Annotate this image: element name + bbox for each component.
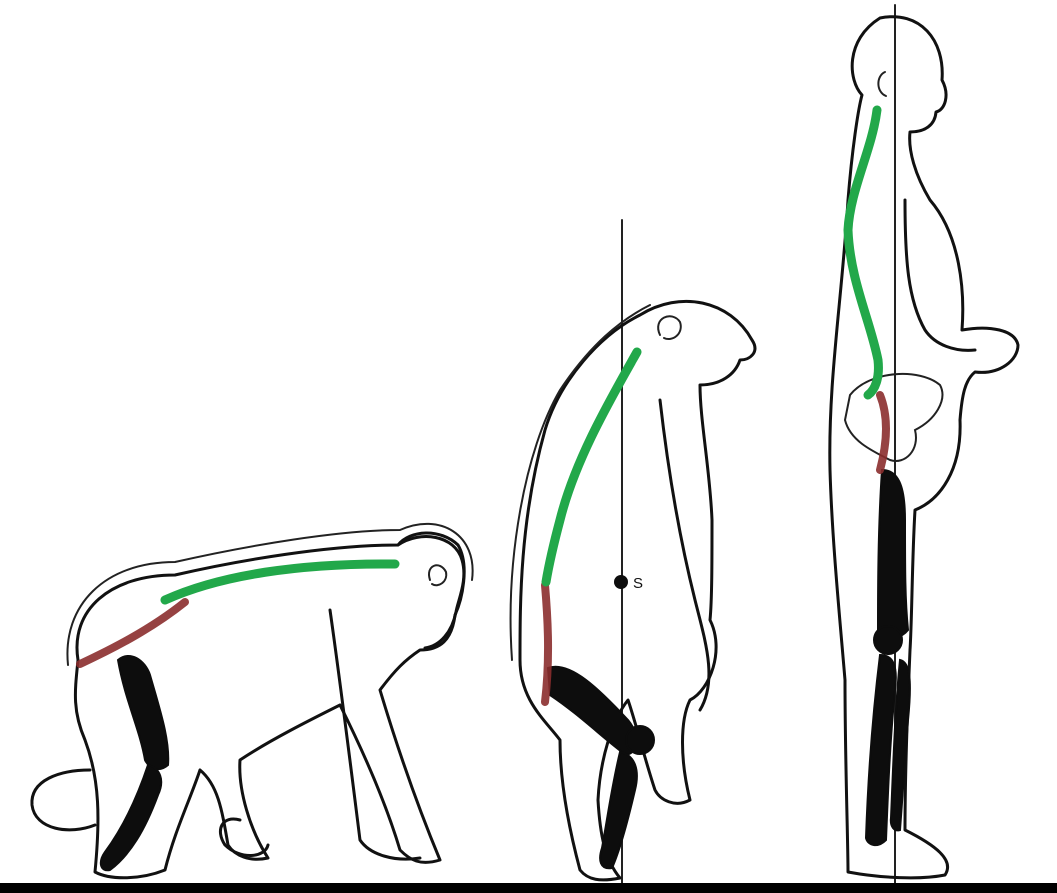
center-of-gravity-dot: [614, 575, 628, 589]
semi-upright-ear: [658, 316, 681, 339]
quadruped-pelvis-marker: [80, 602, 185, 664]
quadruped-ear: [429, 565, 446, 585]
semi-upright-spine-marker: [546, 352, 637, 582]
quadruped-ape-figure: [32, 524, 473, 878]
semi-upright-pelvis-marker: [545, 585, 548, 702]
quadruped-femur: [118, 656, 168, 769]
quadruped-front-arm: [330, 610, 420, 859]
upright-pelvis-marker: [880, 395, 886, 470]
upright-knee: [874, 626, 902, 654]
center-of-gravity-label: S: [633, 575, 643, 592]
semi-upright-arm: [660, 400, 709, 710]
upright-pelvis-bone: [845, 374, 942, 461]
upright-ear: [878, 72, 886, 96]
semi-upright-tibia: [600, 752, 637, 868]
upright-femur: [878, 470, 908, 638]
semi-upright-ape-figure: S: [511, 220, 755, 885]
upright-arm: [905, 200, 975, 350]
semi-upright-knee: [626, 726, 654, 754]
quadruped-head: [398, 537, 464, 648]
upright-body-outline: [830, 17, 1018, 878]
ground-line: [0, 883, 1057, 893]
quadruped-rear-hand: [32, 770, 95, 830]
quadruped-tibia: [101, 765, 161, 870]
upright-human-figure: [830, 5, 1018, 885]
